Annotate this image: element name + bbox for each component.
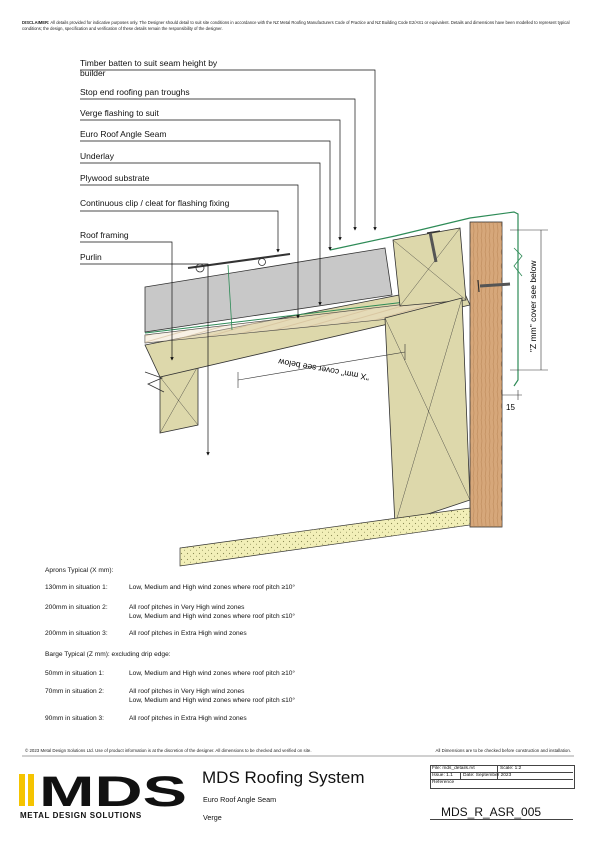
label-roof-framing: Roof framing — [80, 230, 129, 240]
issue: Issue: 1.1 — [432, 773, 453, 778]
verge-flashing — [329, 211, 519, 387]
barge-value-3: All roof pitches in Extra High wind zone… — [129, 715, 247, 722]
apron-key-3: 200mm in situation 3: — [45, 630, 108, 637]
apron-key-1: 130mm in situation 1: — [45, 584, 108, 591]
z-dimension-label: "Z mm" cover see below — [528, 260, 538, 352]
mds-logo: MDS — [19, 770, 187, 816]
file-name: File: mds_details.rvt — [432, 766, 475, 771]
titleblock-title: MDS Roofing System — [202, 768, 365, 787]
titleblock-product: Euro Roof Angle Seam — [203, 795, 277, 804]
apron-value-3: All roof pitches in Extra High wind zone… — [129, 630, 247, 637]
apron-value-2a: All roof pitches in Very High wind zones — [129, 604, 245, 611]
label-timber-batten: Timber batten to suit seam height by bui… — [80, 58, 218, 78]
apron-value-2b: Low, Medium and High wind zones where ro… — [129, 613, 296, 620]
disclaimer: DISCLAIMER: All details provided for ind… — [22, 20, 570, 31]
reference-label: Reference — [432, 780, 455, 785]
brand-subtitle: METAL DESIGN SOLUTIONS — [20, 811, 142, 820]
label-clip: Continuous clip / cleat for flashing fix… — [80, 198, 230, 208]
label-euro-seam: Euro Roof Angle Seam — [80, 129, 167, 139]
disclaimer-text: All details provided for indicative purp… — [22, 20, 570, 31]
barge-value-2b: Low, Medium and High wind zones where ro… — [129, 697, 296, 704]
barge-key-2: 70mm in situation 2: — [45, 688, 105, 695]
dimensions-note: All Dimensions are to be checked before … — [435, 748, 571, 753]
barge-key-1: 50mm in situation 1: — [45, 670, 105, 677]
scale: Scale: 1:2 — [500, 766, 522, 771]
label-plywood: Plywood substrate — [80, 173, 150, 183]
titleblock-detail: Verge — [203, 813, 222, 822]
roofing-sheet — [144, 247, 393, 333]
barge-value-1: Low, Medium and High wind zones where ro… — [129, 670, 296, 677]
aprons-heading: Aprons Typical (X mm): — [45, 567, 114, 574]
label-underlay: Underlay — [80, 151, 115, 161]
dim-15-label: 15 — [506, 403, 515, 412]
label-stop-end: Stop end roofing pan troughs — [80, 87, 190, 97]
apron-value-1: Low, Medium and High wind zones where ro… — [129, 584, 296, 591]
titleblock-info-box — [430, 765, 575, 789]
barge-heading: Barge Typical (Z mm): excluding drip edg… — [45, 651, 171, 658]
label-purlin: Purlin — [80, 252, 102, 262]
drawing-number: MDS_R_ASR_005 — [441, 805, 542, 819]
svg-text:MDS: MDS — [39, 770, 187, 816]
barge-key-3: 90mm in situation 3: — [45, 715, 105, 722]
copyright-note: © 2023 Metal Design Solutions Ltd. Use o… — [25, 748, 312, 753]
apron-key-2: 200mm in situation 2: — [45, 604, 108, 611]
label-verge-flashing: Verge flashing to suit — [80, 108, 159, 118]
date: Date: September 2023 — [463, 773, 512, 778]
barge-value-2a: All roof pitches in Very High wind zones — [129, 688, 245, 695]
